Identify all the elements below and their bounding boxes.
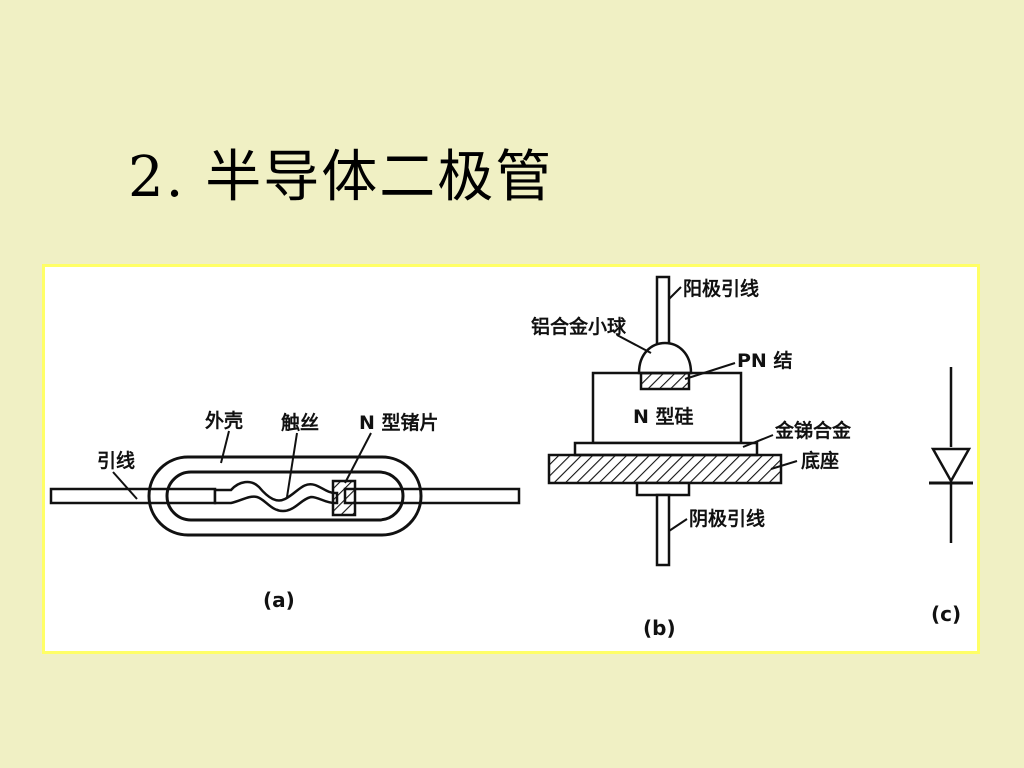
- leader-shell: [220, 430, 230, 464]
- leader-anode-lead: [668, 286, 682, 300]
- n-germanium-chip: [331, 479, 357, 517]
- leader-base: [770, 460, 798, 470]
- label-lead-wire: 引线: [97, 449, 135, 472]
- label-aluminum-ball: 铝合金小球: [531, 315, 627, 338]
- glass-shell-inner: [165, 470, 405, 522]
- label-gold-antimony: 金锑合金: [774, 419, 852, 442]
- gold-antimony-layer: [573, 441, 759, 457]
- leader-lead-wire: [112, 471, 138, 500]
- base-plate: [547, 453, 783, 485]
- anode-lead: [655, 275, 671, 351]
- figure-c-diode-symbol: (c): [929, 367, 973, 626]
- leader-pn-junction: [684, 362, 736, 380]
- label-contact-wire: 触丝: [281, 411, 319, 434]
- leader-n-germanium: [344, 432, 372, 484]
- label-cathode-lead: 阴极引线: [689, 507, 765, 530]
- caption-c: (c): [931, 602, 961, 626]
- pn-junction: [639, 371, 691, 391]
- symbol-triangle: [930, 447, 972, 484]
- leader-cathode-lead: [668, 518, 688, 532]
- aluminum-alloy-ball: [637, 341, 693, 375]
- leader-contact-wire: [286, 432, 298, 498]
- leader-aluminum-ball: [616, 334, 652, 354]
- label-shell: 外壳: [205, 409, 243, 432]
- cathode-lead: [655, 493, 671, 567]
- lead-wire-right: [343, 487, 521, 505]
- caption-a: (a): [263, 588, 295, 612]
- label-anode-lead: 阳极引线: [683, 277, 759, 300]
- diagram-panel: 引线 外壳 触丝 N 型锗片 (a): [42, 264, 980, 654]
- figure-a-point-contact-diode: 引线 外壳 触丝 N 型锗片 (a): [49, 409, 521, 612]
- label-n-silicon: N 型硅: [633, 405, 694, 428]
- glass-shell-outer: [147, 455, 423, 537]
- label-pn-junction: PN 结: [737, 349, 792, 372]
- label-n-germanium: N 型锗片: [359, 411, 439, 434]
- leader-gold-antimony: [742, 434, 774, 448]
- diode-diagram: 引线 外壳 触丝 N 型锗片 (a): [49, 275, 973, 640]
- contact-whisker: [213, 480, 339, 513]
- cathode-stub: [635, 481, 691, 497]
- label-base: 底座: [801, 449, 839, 472]
- slide-title: 2. 半导体二极管: [128, 145, 554, 210]
- figure-b-junction-diode: 阳极引线 铝合金小球 PN 结 N 型硅 金锑合金 底座 阴极引线 (b): [531, 275, 852, 640]
- caption-b: (b): [643, 616, 676, 640]
